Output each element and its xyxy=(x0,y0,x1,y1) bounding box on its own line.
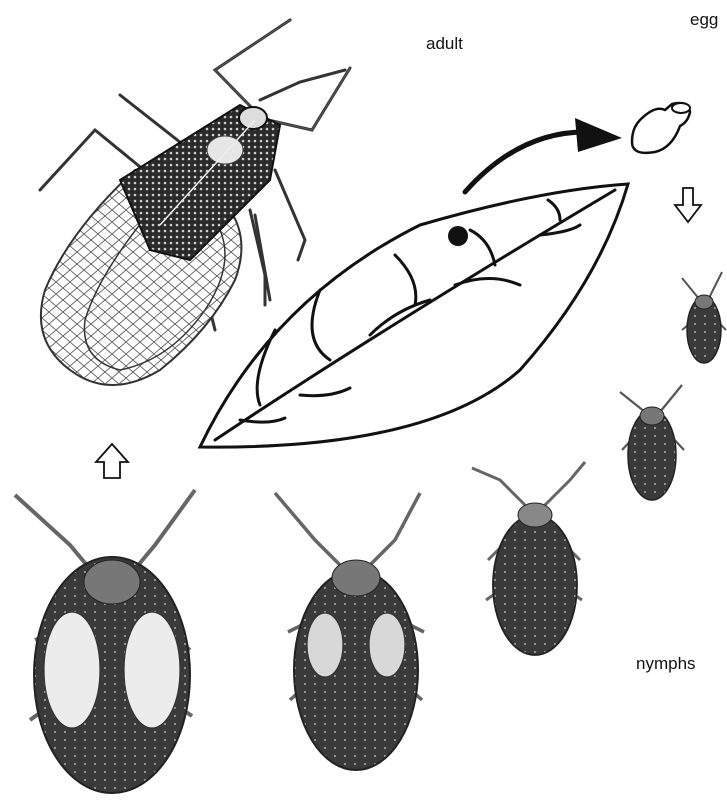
leaf-outline xyxy=(200,184,628,447)
arrow-up-icon xyxy=(96,444,128,478)
egg-shape xyxy=(632,103,690,153)
adult-head xyxy=(239,107,267,129)
egg-on-leaf-dot xyxy=(448,226,468,246)
nymph-3 xyxy=(472,462,585,655)
arrow-leaf-to-egg xyxy=(465,118,622,192)
nymph-4 xyxy=(275,493,424,770)
label-egg: egg xyxy=(690,10,718,30)
nymph-5 xyxy=(15,490,195,793)
label-adult: adult xyxy=(426,34,463,54)
nymph-1 xyxy=(682,272,726,363)
label-nymphs: nymphs xyxy=(636,654,696,674)
arrow-down-icon xyxy=(675,188,701,222)
nymph-2 xyxy=(620,385,684,500)
adult-insect xyxy=(40,20,350,385)
